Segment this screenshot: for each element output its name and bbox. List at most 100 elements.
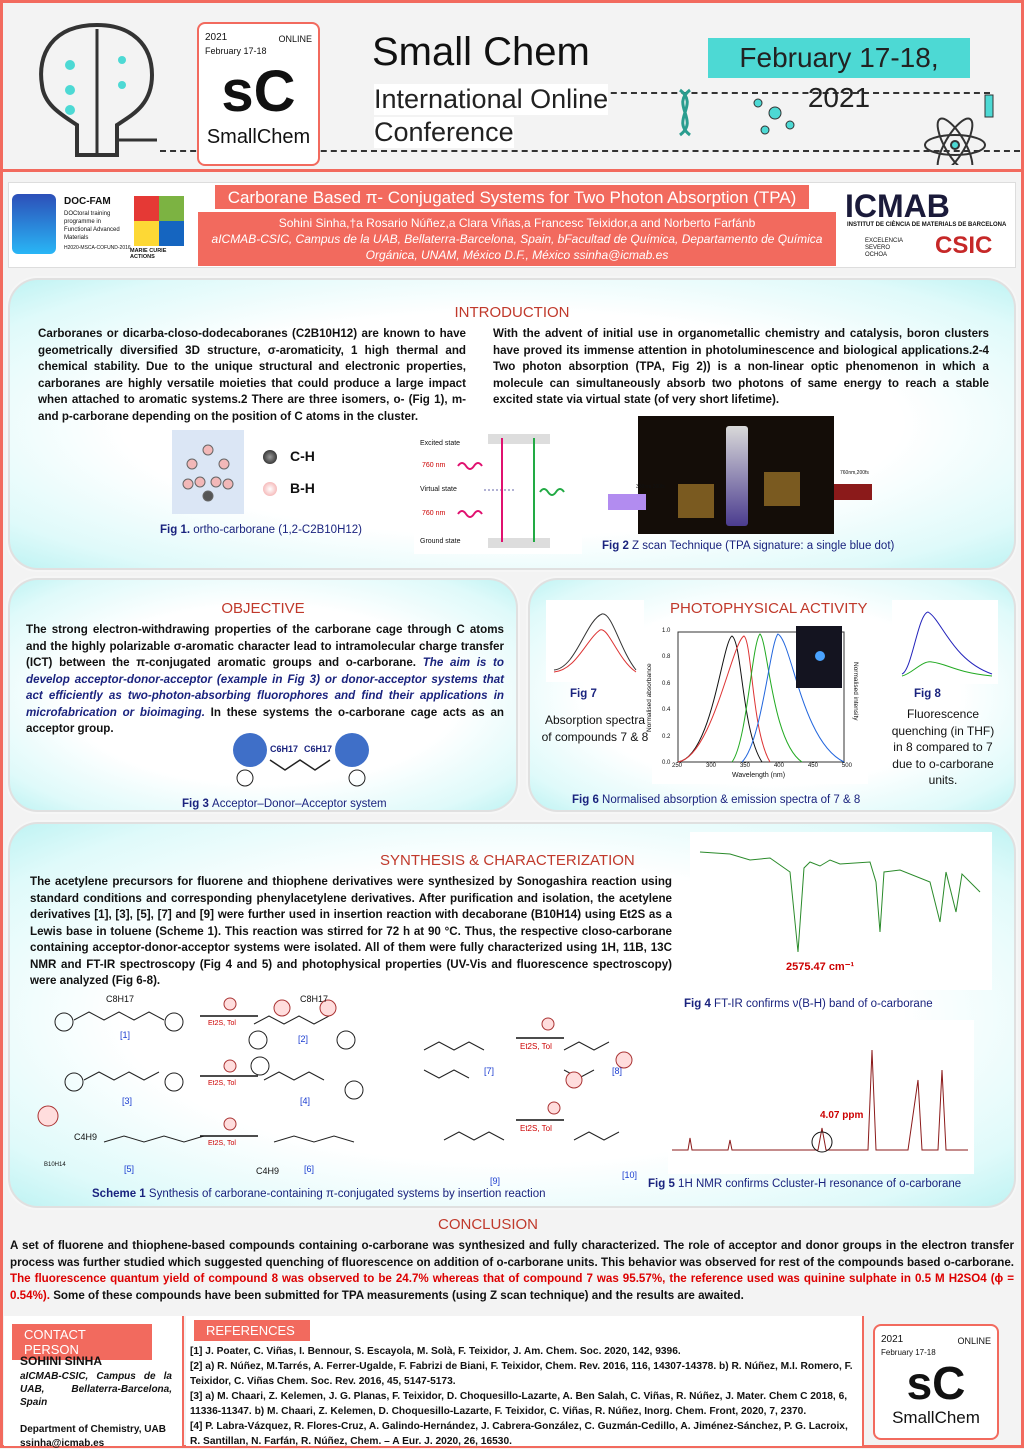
- brain-bulb-icon: [39, 22, 157, 157]
- conference-date: February 17-18, 2021: [708, 38, 970, 113]
- laser-label-right: 760nm,200fs: [840, 470, 869, 476]
- fig6-spectra-chart: Normalised absorbance Normalised intensi…: [646, 622, 868, 784]
- poster-title: Carborane Based π- Conjugated Systems fo…: [214, 184, 810, 210]
- z-scan-photo: [638, 416, 834, 534]
- compound-label: [6]: [304, 1164, 315, 1174]
- reagent-label: Et2S, Tol: [208, 1020, 236, 1027]
- lens: [764, 472, 800, 506]
- references-panel: REFERENCES [1] J. Poater, C. Viñas, I. B…: [186, 1316, 864, 1449]
- carbon-atom-icon: [263, 450, 277, 464]
- fig7-absorption-chart: [546, 600, 644, 682]
- contact-email[interactable]: ssinha@icmab.es: [20, 1438, 105, 1449]
- virtual-state-label: Virtual state: [420, 486, 457, 493]
- conference-subtitle: International Online: [374, 84, 609, 115]
- conference-subtitle-2: Conference: [374, 117, 514, 148]
- objective-panel: OBJECTIVE The strong electron-withdrawin…: [8, 578, 518, 812]
- introduction-panel: INTRODUCTION Carboranes or dicarba-closo…: [8, 278, 1016, 570]
- marie-curie-logo: [134, 196, 184, 246]
- alkyl-label: C8H17: [106, 994, 135, 1004]
- butyl-label: C4H9: [74, 1132, 98, 1142]
- science-icons: [679, 88, 994, 165]
- logo-date: February 17-18: [881, 1348, 936, 1357]
- compound-label: [10]: [622, 1170, 638, 1180]
- photophysical-panel: PHOTOPHYSICAL ACTIVITY Fig 7 Absorption …: [528, 578, 1016, 812]
- logo-date: February 17-18: [205, 46, 267, 56]
- logo-online: ONLINE: [278, 34, 312, 44]
- introduction-right-text: With the advent of initial use in organo…: [493, 327, 989, 406]
- nmr-peak-label: 4.07 ppm: [820, 1110, 864, 1121]
- synthesis-scheme: Et2S, Tol Et2S, Tol Et2S, Tol Et2S, Tol …: [24, 990, 644, 1186]
- compound-label: [1]: [120, 1030, 131, 1040]
- fig2-caption: Fig 2 Z scan Technique (TPA signature: a…: [602, 540, 895, 552]
- synthesis-text: The acetylene precursors for fluorene an…: [30, 875, 672, 987]
- outgoing-beam-arrow: [834, 484, 872, 500]
- reagent-label: Et2S, Tol: [520, 1042, 552, 1051]
- fig4-caption: Fig 4 FT-IR confirms ν(B-H) band of o-ca…: [684, 998, 933, 1010]
- dashed-line: [160, 150, 1020, 152]
- contact-affiliation: aICMAB-CSIC, Campus de la UAB, Bellaterr…: [20, 1371, 172, 1408]
- compound-label: [5]: [124, 1164, 135, 1174]
- butyl-label: C4H9: [256, 1166, 280, 1176]
- conclusion-text: A set of fluorene and thiophene-based co…: [10, 1239, 1014, 1302]
- fig8-description: Fluorescence quenching (in THF) in 8 com…: [891, 707, 995, 787]
- lens: [678, 484, 714, 518]
- contact-panel: CONTACT PERSON SOHINI SINHA aICMAB-CSIC,…: [4, 1316, 184, 1449]
- compound-label: [2]: [298, 1034, 309, 1044]
- decaborane-label: B10H14: [44, 1162, 66, 1168]
- contact-department: Department of Chemistry, UAB: [20, 1424, 166, 1435]
- conference-title: Small Chem: [372, 30, 590, 74]
- ground-state-label: Ground state: [420, 538, 461, 545]
- docfam-name: DOC-FAM: [64, 196, 111, 207]
- ir-peak-label: 2575.47 cm⁻¹: [786, 961, 855, 973]
- y2-axis-label: Normalised intensity: [852, 662, 859, 721]
- molecule-icon: [753, 98, 795, 135]
- icmab-csic-logos: ICMAB INSTITUT DE CIÈNCIA DE MATERIALS D…: [845, 188, 1013, 264]
- logo-year: 2021: [205, 32, 228, 43]
- reference-item: [2] a) R. Núñez, M.Tarrés, A. Ferrer-Uga…: [190, 1361, 853, 1387]
- carborane-structure-image: [172, 430, 244, 514]
- compound-label: [8]: [612, 1066, 623, 1076]
- compound-label: [7]: [484, 1066, 495, 1076]
- logo-year: 2021: [881, 1334, 904, 1345]
- fig8-fluorescence-chart: [892, 600, 998, 684]
- alkyl-label: C8H17: [300, 994, 329, 1004]
- photophysical-heading: PHOTOPHYSICAL ACTIVITY: [670, 600, 868, 617]
- logo-online: ONLINE: [957, 1336, 991, 1346]
- contact-heading: CONTACT PERSON: [12, 1324, 152, 1360]
- legend-ch: C-H: [290, 448, 315, 464]
- author-block: Sohini Sinha,†a Rosario Núñez,a Clara Vi…: [198, 212, 836, 266]
- y-axis-label: Normalised absorbance: [646, 663, 653, 732]
- icmab-logo: ICMAB: [845, 188, 950, 224]
- tpa-diagram: Excited state 760 nm Virtual state 760 n…: [414, 430, 582, 554]
- excited-state-label: Excited state: [420, 440, 461, 447]
- fig4-ftir-chart: 2575.47 cm⁻¹: [690, 832, 992, 990]
- references-list: [1] J. Poater, C. Viñas, I. Bennour, S. …: [190, 1344, 858, 1449]
- contact-name: SOHINI SINHA: [20, 1354, 103, 1368]
- csic-logo: CSIC: [935, 232, 993, 259]
- docfam-mark: [12, 194, 56, 254]
- ada-structure: [233, 733, 369, 787]
- boron-atom-icon: [263, 482, 277, 496]
- fig6-caption: Fig 6 Normalised absorption & emission s…: [572, 794, 861, 806]
- fig5-nmr-chart: 4.07 ppm: [668, 1020, 974, 1174]
- affiliations: aICMAB-CSIC, Campus de la UAB, Bellaterr…: [211, 232, 823, 262]
- alkyl-label: C6H17: [304, 744, 333, 754]
- laser-label-left: 380nm,200fs: [636, 484, 665, 490]
- logo-mark: sC: [221, 59, 296, 124]
- x-axis-label: Wavelength (nm): [732, 772, 786, 779]
- smallchem-logo-footer: 2021 ONLINE February 17-18 sC SmallChem: [873, 1324, 999, 1440]
- introduction-heading: INTRODUCTION: [454, 304, 570, 321]
- logo-mark: sC: [906, 1357, 966, 1409]
- wavelength-label: 760 nm: [422, 462, 446, 469]
- dashed-line: [520, 92, 990, 94]
- synthesis-panel: SYNTHESIS & CHARACTERIZATION The acetyle…: [8, 822, 1016, 1208]
- introduction-left-text: Carboranes or dicarba-closo-dodecaborane…: [38, 327, 466, 423]
- docfam-code: H2020-MSCA-COFUND-2016: [64, 245, 131, 251]
- smallchem-logo: 2021 ONLINE February 17-18 sC SmallChem: [197, 22, 320, 166]
- alkyl-label: C6H17: [270, 744, 299, 754]
- reagent-label: Et2S, Tol: [520, 1124, 552, 1133]
- test-tube-icon: [984, 94, 994, 118]
- fig8-label: Fig 8: [914, 688, 941, 700]
